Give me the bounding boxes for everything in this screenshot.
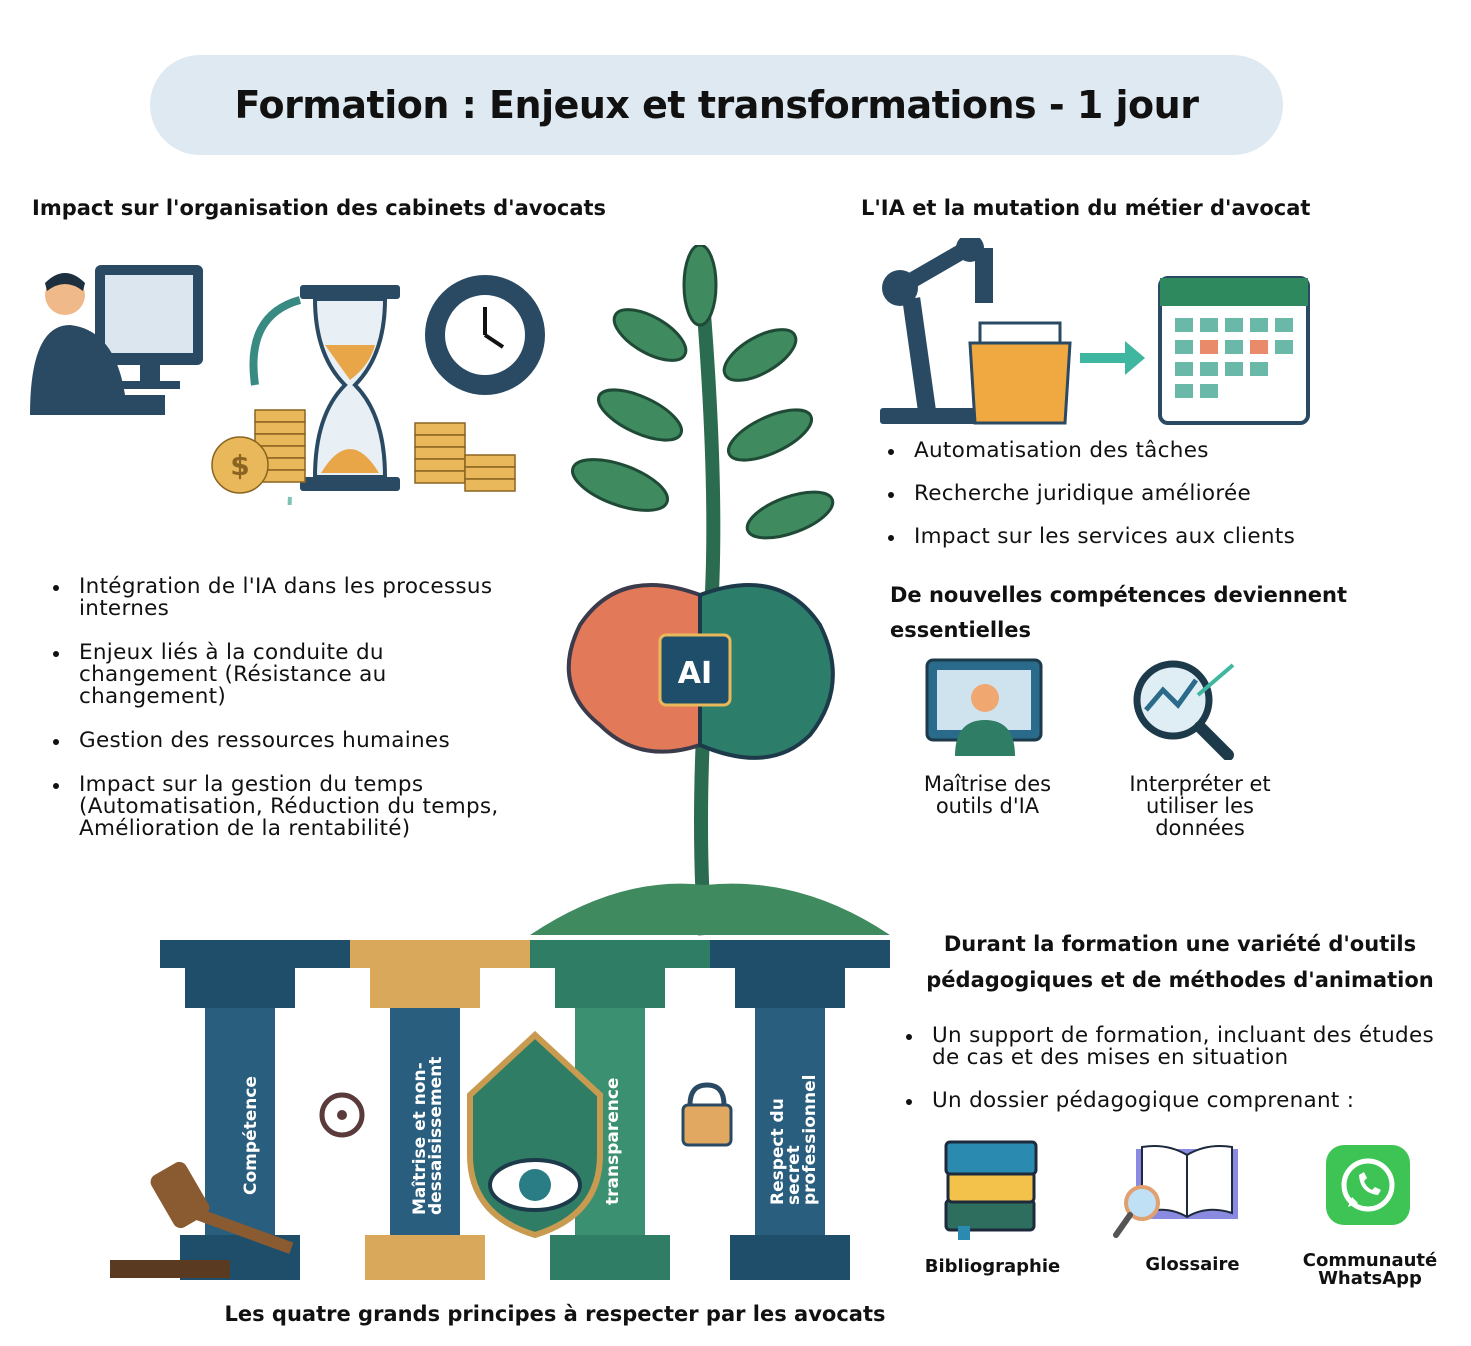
right-bullets: Automatisation des tâches Recherche juri… xyxy=(888,440,1408,569)
tool-label: Bibliographie xyxy=(924,1256,1061,1277)
left-heading: Impact sur l'organisation des cabinets d… xyxy=(32,196,607,220)
tools-bullet: Un dossier pédagogique comprenant : xyxy=(906,1090,1466,1112)
pillars-illustration xyxy=(110,940,890,1280)
pillar-secret xyxy=(730,968,850,1280)
calendar-icon xyxy=(1158,276,1310,425)
hourglass-icon xyxy=(300,285,400,491)
open-book-magnifier-icon xyxy=(1113,1145,1238,1238)
gavel-icon xyxy=(110,1161,294,1278)
coins-icon xyxy=(211,409,516,494)
pillar-transparence xyxy=(550,968,670,1280)
right-bullet: Automatisation des tâches xyxy=(888,440,1408,462)
pillar-maitrise xyxy=(365,968,485,1280)
time-money-illustration: $ xyxy=(30,265,545,505)
left-bullet: Impact sur la gestion du temps (Automati… xyxy=(53,774,523,840)
tool-label: Communauté WhatsApp xyxy=(1302,1250,1438,1289)
tools-bullets: Un support de formation, incluant des ét… xyxy=(906,1025,1466,1133)
pillar-label: Maîtrise et non-dessaisissement xyxy=(410,1056,446,1215)
skill-label: Interpréter et utiliser les données xyxy=(1129,772,1271,840)
skill-label: Maîtrise des outils d'IA xyxy=(923,772,1052,818)
tools-bullet: Un support de formation, incluant des ét… xyxy=(906,1025,1466,1069)
automation-illustration xyxy=(880,238,1310,425)
right-bullet: Recherche juridique améliorée xyxy=(888,483,1408,505)
left-bullet: Intégration de l'IA dans les processus i… xyxy=(53,576,523,620)
ai-chip-label: AI xyxy=(678,656,712,691)
skills-heading: De nouvelles compétences deviennent esse… xyxy=(890,583,1347,642)
tools-heading: Durant la formation une variété d'outils… xyxy=(926,932,1434,992)
magnifier-chart-icon xyxy=(1133,660,1235,760)
right-heading: L'IA et la mutation du métier d'avocat xyxy=(861,196,1311,220)
robot-arm-icon xyxy=(880,238,993,424)
left-bullet: Enjeux liés à la conduite du changement … xyxy=(53,642,523,708)
folder-icon xyxy=(968,321,1072,425)
person-screen-icon xyxy=(925,658,1043,756)
page-title: Formation : Enjeux et transformations - … xyxy=(234,83,1199,127)
left-bullets: Intégration de l'IA dans les processus i… xyxy=(53,576,523,862)
clock-gear-icon xyxy=(425,275,545,395)
left-bullet: Gestion des ressources humaines xyxy=(53,730,523,752)
shield-eye-icon xyxy=(467,1030,603,1239)
svg-text:$: $ xyxy=(230,449,249,482)
tool-label: Glossaire xyxy=(1145,1254,1240,1275)
right-bullet: Impact sur les services aux clients xyxy=(888,526,1408,548)
person-computer-icon xyxy=(30,265,203,415)
pillar-label: Compétence xyxy=(241,1076,261,1195)
lock-icon xyxy=(681,1082,733,1147)
pillar-label: transparence xyxy=(603,1077,623,1205)
pillars-caption: Les quatre grands principes à respecter … xyxy=(224,1302,886,1326)
tree-brain-illustration: AI xyxy=(530,245,890,936)
ai-chip-icon xyxy=(658,633,732,707)
pillar-label: Respect du secret professionnel xyxy=(768,1074,820,1205)
title-banner: Formation : Enjeux et transformations - … xyxy=(150,55,1283,155)
helm-icon xyxy=(319,1092,365,1138)
arrow-icon xyxy=(1080,341,1145,375)
books-icon xyxy=(944,1140,1038,1240)
whatsapp-icon xyxy=(1326,1145,1410,1225)
